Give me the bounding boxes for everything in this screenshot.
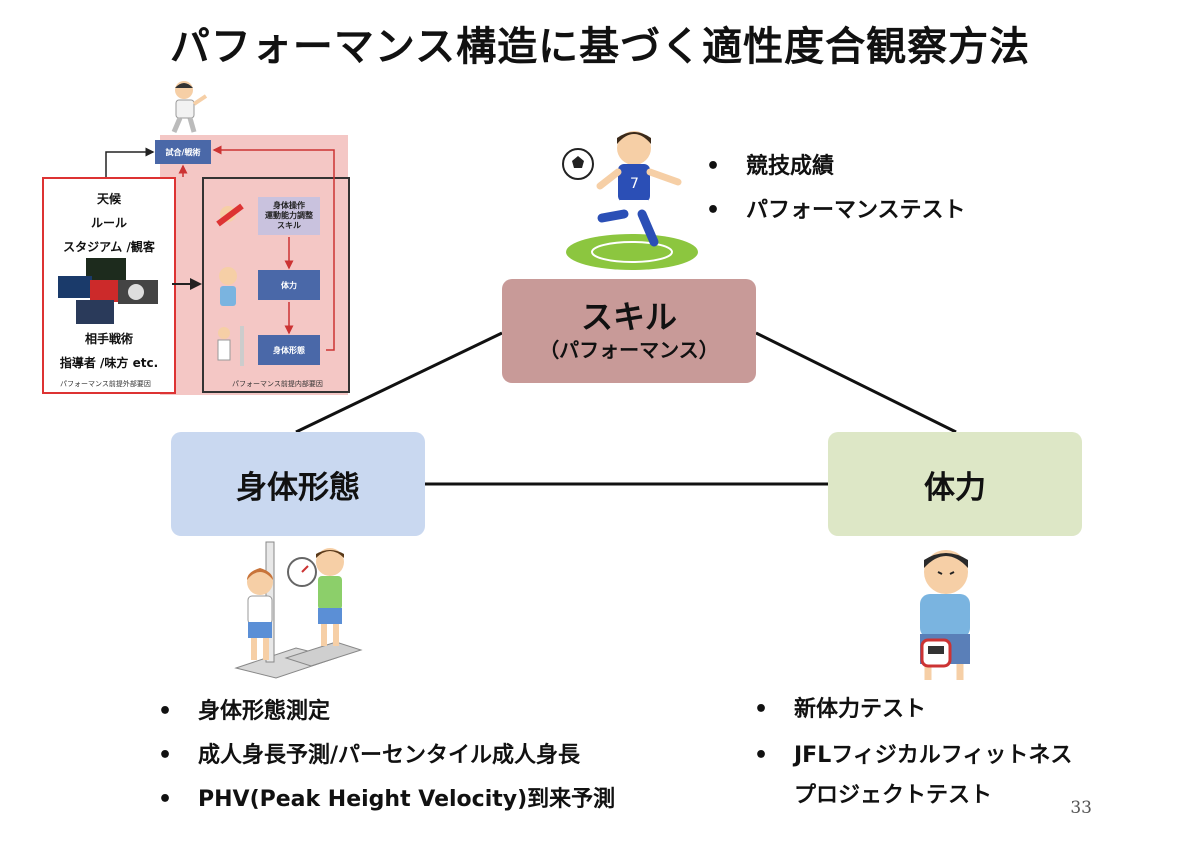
svg-text:7: 7 [630,176,639,192]
body-list-item: PHV(Peak Height Velocity)到来予測 [158,778,615,822]
skill-list-item: パフォーマンステスト [706,189,966,233]
overview-internal-frame [202,177,350,393]
boy-grip-strength-icon [920,550,970,680]
skill-node-sublabel: （パフォーマンス） [539,338,719,362]
stadium-photos [58,258,158,324]
external-factor: 天候 [96,192,121,206]
fitness-list: 新体力テスト JFLフィジカルフィットネス プロジェクトテスト [754,690,1072,816]
baseball-player-icon [171,81,208,133]
body-node: 身体形態 [171,432,425,536]
overview-tactics-box: 試合/戦術 [155,140,211,164]
overview-skill-box: 身体操作 運動能力調整 スキル [258,197,320,235]
fitness-node: 体力 [828,432,1082,536]
overview-body-box: 身体形態 [258,335,320,365]
fitness-list-item: 新体力テスト [754,690,1072,730]
external-factor: 指導者 /味方 etc. [59,356,159,370]
external-caption: パフォーマンス前提外部要因 [60,380,151,388]
slide-number: 33 [1070,798,1092,818]
external-factor: 相手戦術 [84,332,133,346]
fitness-node-label: 体力 [924,469,986,506]
overview-skill-line: スキル [277,221,301,230]
body-node-label: 身体形態 [236,469,360,506]
skill-node-label: スキル [580,298,677,336]
body-list: 身体形態測定 成人身長予測/パーセンタイル成人身長 PHV(Peak Heigh… [158,690,615,822]
overview-arrows [105,145,335,366]
internal-caption: パフォーマンス前提内部要因 [232,380,323,388]
fitness-list-item: JFLフィジカルフィットネス プロジェクトテスト [754,736,1072,816]
line-skill-fitness [755,331,957,434]
page-title: パフォーマンス構造に基づく適性度合観察方法 [169,24,1031,70]
line-skill-body [295,331,503,434]
body-list-item: 身体形態測定 [158,690,615,734]
external-factor: スタジアム /観客 [63,240,155,254]
overview-skill-line: 身体操作 [273,201,305,210]
skill-node: スキル （パフォーマンス） [502,279,756,383]
children-height-scale-icon [234,541,363,679]
external-factor: ルール [90,216,127,230]
overview-fitness-box: 体力 [258,270,320,300]
overview-skill-line: 運動能力調整 [265,211,313,220]
soccer-player-icon: 7 [562,131,698,270]
fitness-list-line2: プロジェクトテスト [794,783,993,808]
skill-list-item: 競技成績 [706,145,966,189]
body-list-item: 成人身長予測/パーセンタイル成人身長 [158,734,615,778]
skill-list: 競技成績 パフォーマンステスト [706,145,966,233]
fitness-list-line1: JFLフィジカルフィットネス [794,743,1073,768]
